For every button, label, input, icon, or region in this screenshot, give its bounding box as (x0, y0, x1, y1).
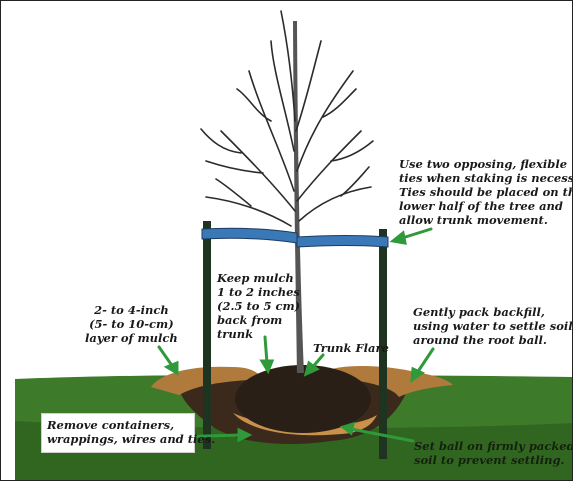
label-remove-line: wrappings, wires and ties. (47, 432, 216, 446)
arrow-mulch-depth-head (163, 360, 179, 376)
tree-branches (200, 10, 374, 227)
label-trunk-flare: Trunk Flare (313, 341, 389, 355)
label-mulch-back-line: 1 to 2 inches (217, 285, 300, 299)
stake-right (379, 229, 387, 459)
root-ball (235, 365, 371, 433)
label-backfill: Gently pack backfill, using water to set… (413, 305, 573, 347)
label-mulch-depth-line: (5- to 10-cm) (89, 317, 174, 331)
label-mulch-back-line: Keep mulch (217, 271, 294, 285)
label-set-ball-line: Set ball on firmly packed (414, 439, 573, 453)
label-mulch-back-line: (2.5 to 5 cm) (217, 299, 301, 313)
label-remove-line: Remove containers, (47, 418, 175, 432)
arrow-mulch-back (263, 335, 269, 365)
arrow-trunk-flare-head (303, 360, 320, 377)
arrow-ties-head (389, 230, 407, 245)
label-backfill-line: Gently pack backfill, (413, 305, 545, 319)
label-backfill-line: using water to settle soil (413, 319, 573, 333)
label-mulch-depth-line: 2- to 4-inch (94, 303, 169, 317)
label-set-ball-line: soil to prevent settling. (414, 453, 565, 467)
packed-soil (233, 413, 377, 436)
tree-trunk (293, 21, 304, 373)
arrow-backfill (415, 347, 435, 375)
label-trunk-flare-line: Trunk Flare (313, 341, 389, 355)
label-ties-line: Ties should be placed on the (399, 185, 573, 199)
arrow-set-ball-head (339, 421, 356, 436)
label-mulch-back: Keep mulch 1 to 2 inches (2.5 to 5 cm) b… (217, 271, 300, 341)
label-remove: Remove containers, wrappings, wires and … (47, 418, 215, 446)
label-backfill-line: around the root ball. (413, 333, 547, 347)
label-mulch-back-line: trunk (217, 327, 254, 341)
arrow-remove-head (237, 427, 253, 443)
label-mulch-back-line: back from (217, 313, 283, 327)
stake-left (203, 221, 211, 449)
label-ties-line: allow trunk movement. (399, 213, 548, 227)
tie-right (296, 235, 389, 248)
label-ties: Use two opposing, flexible ties when sta… (399, 157, 573, 227)
label-remove-box (41, 413, 195, 453)
arrow-set-ball (349, 427, 415, 443)
label-arrows (157, 227, 435, 443)
label-mulch-depth: 2- to 4-inch (5- to 10-cm) layer of mulc… (85, 303, 178, 345)
arrow-mulch-depth (157, 345, 175, 369)
arrow-mulch-back-head (259, 359, 275, 375)
arrow-backfill-head (410, 366, 426, 384)
label-set-ball: Set ball on firmly packed soil to preven… (414, 439, 573, 467)
label-ties-line: Use two opposing, flexible (399, 157, 568, 171)
tie-left (201, 227, 298, 244)
label-ties-line: lower half of the tree and (399, 199, 563, 213)
label-mulch-depth-line: layer of mulch (85, 331, 178, 345)
label-ties-line: ties when staking is necessary. (399, 171, 572, 185)
